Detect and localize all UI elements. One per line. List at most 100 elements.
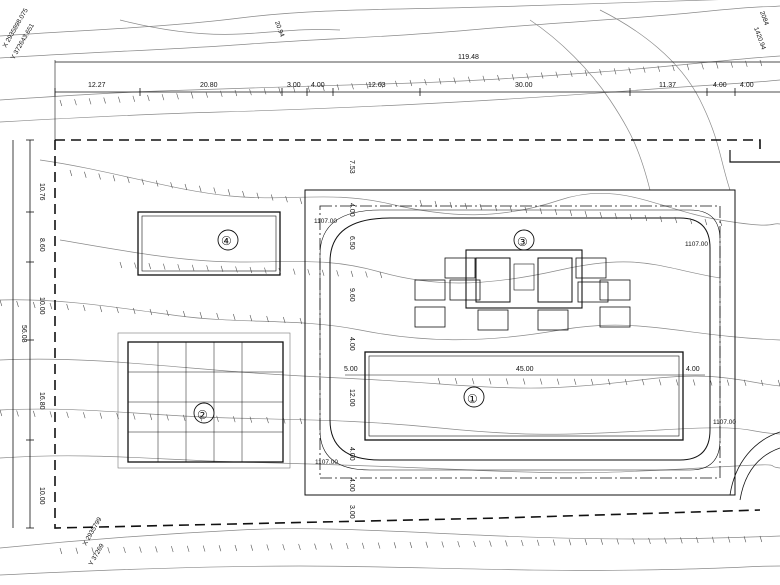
hatch-top-14 [263, 88, 267, 95]
contour-line-10 [0, 455, 780, 474]
hatch-bottom-11 [234, 544, 238, 552]
contour-line-13 [529, 19, 651, 191]
elevation-mark-2: 1107.00 [685, 241, 708, 248]
hatch-top-1 [74, 99, 77, 106]
hatch-top-24 [409, 79, 413, 87]
hatch-lower-right-8 [573, 378, 577, 385]
property-boundary-top [55, 139, 761, 155]
hatch-upper-left-16 [299, 197, 303, 205]
hatch-top-3 [103, 97, 106, 104]
equipment-pad-10 [577, 281, 609, 303]
hatch-lower-left-10 [166, 414, 169, 421]
hatch-mid-left-4 [177, 264, 180, 271]
perimeter-road-outer [319, 209, 721, 471]
hatch-bottom-37 [648, 537, 651, 544]
hatch-lower-left-18 [299, 417, 303, 425]
building-1-outline [364, 351, 684, 441]
hatch-top-7 [161, 94, 165, 101]
hatch-bottom-6 [155, 546, 158, 553]
hatch-top-32 [526, 73, 529, 80]
hatch-mid-1 [16, 300, 19, 308]
hatch-lower-right-5 [522, 378, 526, 385]
hatch-top-18 [322, 84, 325, 92]
contour-line-6 [59, 239, 721, 284]
hatch-bottom-3 [107, 547, 110, 554]
coordinate-x-bottom: X 2935799 [82, 516, 104, 547]
contour-label-1: 20.94 [273, 20, 285, 38]
hatch-bottom-24 [441, 541, 444, 548]
hatch-upper-right-0 [419, 199, 423, 207]
hatch-top-35 [570, 70, 573, 77]
hatch-bottom-20 [377, 542, 381, 549]
hatch-bottom-5 [139, 546, 142, 553]
hatch-top-46 [730, 61, 733, 68]
hatch-top-37 [599, 69, 602, 76]
hatch-lower-left-13 [216, 415, 219, 422]
contour-line-14 [599, 9, 731, 191]
building-label-4: ④ [221, 234, 232, 248]
hatch-bottom-10 [218, 545, 222, 552]
contour-line-4 [0, 79, 780, 123]
hatch-mid-12 [199, 311, 203, 319]
elevation-mark-1: 1107.00 [314, 218, 337, 225]
hatch-mid-left-1 [134, 262, 137, 269]
dim-left-4: 16.80 [38, 392, 45, 410]
dim-inner-h-2: 45.00 [516, 366, 534, 373]
hatch-bottom-30 [536, 539, 540, 546]
hatch-upper-left-0 [69, 169, 73, 177]
building-label-3: ③ [517, 235, 528, 249]
hatch-bottom-16 [314, 543, 317, 550]
dim-top-3: 3.00 [287, 82, 301, 89]
hatch-top-38 [613, 68, 617, 75]
hatch-mid-6 [99, 305, 103, 313]
dim-top-9: 4.00 [740, 82, 754, 89]
building-2-surround [117, 332, 291, 469]
hatch-bottom-12 [250, 544, 253, 551]
boundary-corner-right [729, 150, 780, 163]
hatch-lower-left-14 [233, 416, 236, 423]
hatch-upper-left-15 [285, 196, 288, 203]
hatch-mid-left-11 [278, 268, 281, 275]
equipment-pad-7 [599, 306, 631, 328]
dim-inner-v-4: 9.60 [348, 288, 355, 302]
hatch-top-30 [497, 74, 500, 82]
hatch-bottom-1 [75, 547, 78, 554]
hatch-top-22 [380, 81, 383, 88]
hatch-mid-0 [0, 299, 3, 307]
contour-line-7 [0, 299, 780, 341]
hatch-top-31 [511, 74, 515, 81]
hatch-mid-left-0 [119, 261, 123, 269]
hatch-mid-left-16 [350, 270, 354, 277]
perimeter-road-inner [329, 217, 711, 461]
hatch-upper-right-4 [479, 203, 483, 211]
hatch-top-12 [234, 89, 238, 97]
hatch-top-39 [628, 67, 631, 74]
hatch-lower-left-11 [183, 414, 186, 421]
hatch-mid-left-18 [379, 271, 383, 279]
hatch-lower-right-10 [607, 378, 611, 386]
dim-top-4: 4.00 [311, 82, 325, 89]
building-label-circle-1 [463, 386, 485, 408]
hatch-bottom-26 [473, 540, 476, 547]
hatch-lower-right-9 [590, 378, 594, 385]
hatch-upper-right-14 [629, 213, 633, 221]
hatch-mid-13 [216, 312, 219, 320]
dim-inner-v-5: 4.00 [348, 337, 355, 351]
hatch-top-20 [351, 83, 354, 90]
hatch-mid-2 [33, 301, 36, 309]
site-structure [12, 60, 780, 529]
contour-label-3: 2084 [758, 10, 770, 26]
hatch-mid-left-15 [336, 270, 339, 277]
hatch-top-42 [672, 64, 675, 72]
hatch-bottom-18 [346, 543, 349, 550]
hatch-lower-left-5 [83, 412, 86, 419]
contour-line-11 [0, 528, 780, 549]
hatch-upper-left-14 [270, 194, 274, 201]
hatch-upper-right-3 [464, 202, 468, 210]
hatch-upper-left-1 [84, 171, 87, 178]
building-4-inner [141, 215, 277, 272]
contour-line-15 [119, 19, 341, 35]
hatch-bottom-41 [711, 536, 715, 543]
hatch-bottom-22 [409, 541, 413, 549]
transformer-b [537, 257, 573, 303]
